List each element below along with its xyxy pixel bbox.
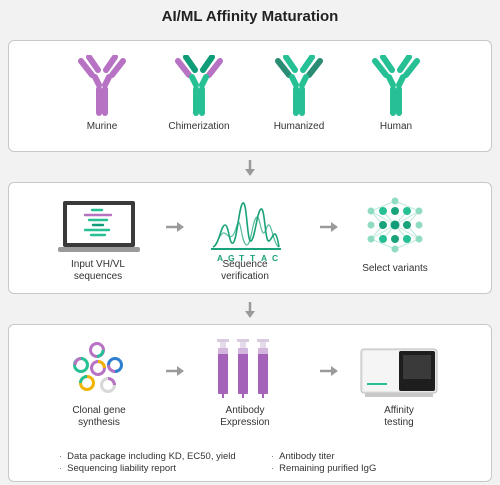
aff-label-line1: Affinity (384, 405, 414, 416)
variant-network-icon (367, 197, 423, 253)
expression-tubes-icon (217, 339, 269, 398)
antibody-panel: Murine Chimerization Humanized Human (8, 40, 492, 152)
label-chimerization: Chimerization (168, 121, 230, 132)
laptop-icon (58, 201, 140, 252)
deliverables-list-left: Data package including KD, EC50, yield S… (59, 451, 236, 475)
clonal-synthesis-caption: Clonal gene synthesis (49, 405, 149, 429)
select-label: Select variants (362, 263, 428, 274)
bullet-item: Antibody titer (271, 451, 376, 463)
antibody-expression-caption: Antibody Expression (195, 405, 295, 429)
arrow-right-icon (320, 366, 338, 376)
label-murine: Murine (86, 121, 118, 132)
bullet-item: Remaining purified IgG (271, 463, 376, 475)
expression-panel: Clonal gene synthesis Antibody Expressio… (8, 324, 492, 482)
label-humanized: Humanized (273, 121, 325, 132)
base-2: T (239, 253, 245, 263)
aff-label-line2: testing (384, 417, 414, 428)
antibody-murine-icon (78, 55, 126, 116)
antibody-chimeric-icon (175, 55, 223, 116)
clonal-label-line1: Clonal gene (72, 405, 126, 416)
input-label-line2: sequences (73, 271, 123, 282)
seq-label-line1: Sequence (222, 259, 268, 270)
arrow-right-icon (166, 222, 184, 232)
sequence-verification-caption: Sequence verification (195, 259, 295, 283)
chromatogram-icon: A G T T A C (211, 202, 281, 263)
base-3: T (250, 253, 256, 263)
seq-label-line2: verification (221, 271, 269, 282)
select-variants-caption: Select variants (345, 263, 445, 275)
arrow-down-icon (245, 302, 255, 318)
base-5: C (272, 253, 278, 263)
sequence-panel: Input VH/VL sequences A G T T A C Sequen… (8, 182, 492, 294)
affinity-testing-caption: Affinity testing (349, 405, 449, 429)
bullet-item: Sequencing liability report (59, 463, 236, 475)
arrow-right-icon (320, 222, 338, 232)
bullet-item: Data package including KD, EC50, yield (59, 451, 235, 463)
page-title: AI/ML Affinity Maturation (161, 8, 339, 25)
plasmid-rings-icon (73, 342, 123, 393)
antibody-human-icon (372, 55, 420, 116)
arrow-down-icon (245, 160, 255, 176)
clonal-label-line2: synthesis (78, 417, 120, 428)
input-label-line1: Input VH/VL (71, 259, 125, 270)
base-0: A (217, 253, 223, 263)
arrow-right-icon (166, 366, 184, 376)
deliverables-list-right: Antibody titer Remaining purified IgG (271, 451, 376, 475)
base-4: A (261, 253, 267, 263)
antibody-humanized-icon (275, 55, 323, 116)
input-sequences-caption: Input VH/VL sequences (43, 259, 153, 283)
label-human: Human (379, 121, 413, 132)
expr-label-line2: Expression (220, 417, 270, 428)
base-1: G (228, 253, 235, 263)
affinity-instrument-icon (360, 348, 438, 397)
expr-label-line1: Antibody (225, 405, 265, 416)
